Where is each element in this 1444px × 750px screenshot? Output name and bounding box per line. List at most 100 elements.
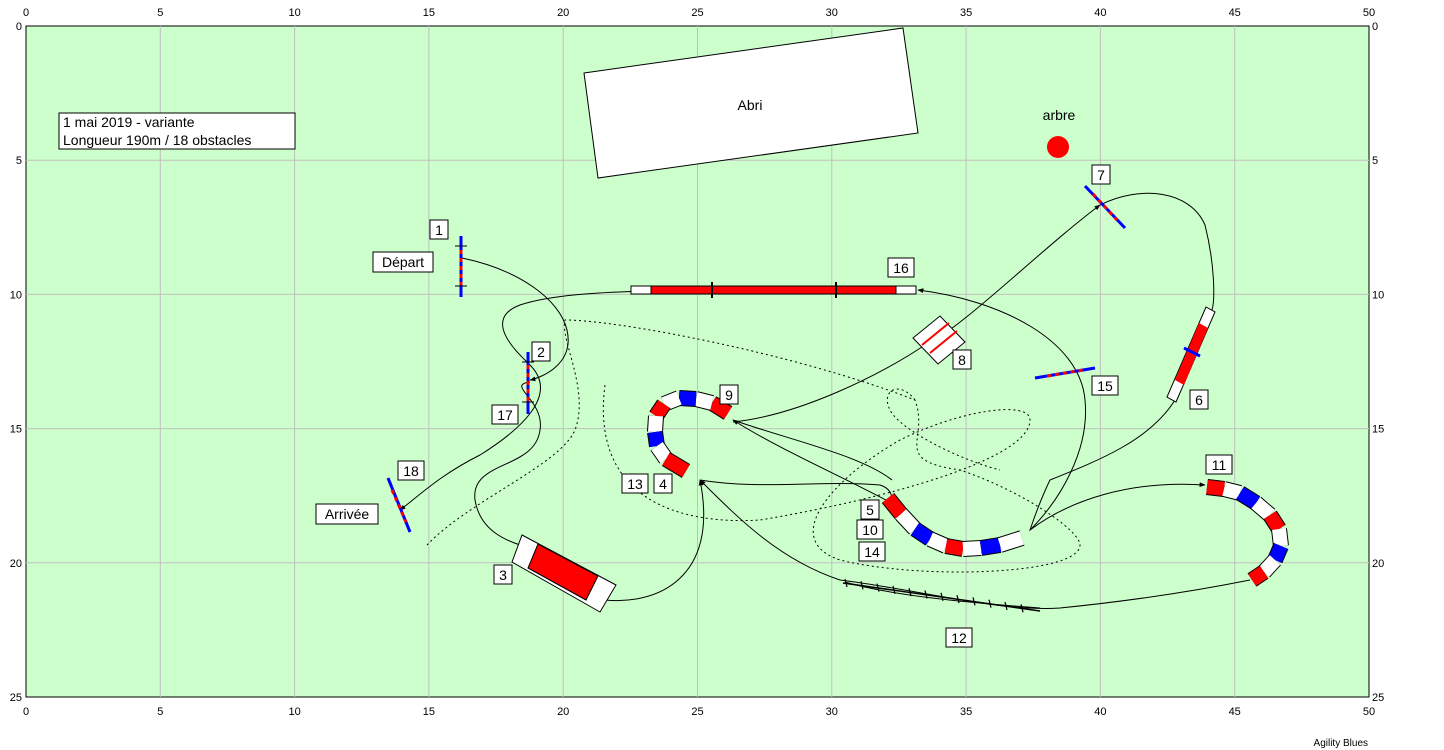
x-tick-top: 40 bbox=[1094, 7, 1106, 19]
shelter-label: Abri bbox=[738, 97, 763, 113]
y-tick-left: 0 bbox=[16, 21, 22, 33]
tree: arbre bbox=[1043, 107, 1076, 158]
x-tick-top: 25 bbox=[691, 7, 703, 19]
obstacle-12-weave bbox=[842, 578, 1041, 613]
obstacle-3-aframe bbox=[511, 534, 617, 613]
svg-text:9: 9 bbox=[725, 387, 733, 403]
obstacle-label-3: 3 bbox=[493, 564, 513, 585]
svg-text:11: 11 bbox=[1212, 457, 1227, 473]
svg-text:3: 3 bbox=[499, 567, 507, 583]
obstacle-label-12: 12 bbox=[945, 627, 973, 648]
credit: Agility Blues bbox=[1314, 738, 1368, 749]
x-tick-bottom: 50 bbox=[1363, 706, 1375, 718]
info-length: Longueur 190m / 18 obstacles bbox=[63, 132, 251, 148]
y-tick-left: 5 bbox=[16, 155, 22, 167]
x-tick-bottom: 15 bbox=[423, 706, 435, 718]
svg-text:14: 14 bbox=[864, 544, 880, 560]
tree-icon bbox=[1047, 136, 1069, 158]
x-tick-bottom: 0 bbox=[23, 706, 29, 718]
svg-text:7: 7 bbox=[1097, 167, 1105, 183]
secondary-path bbox=[426, 319, 1081, 573]
obstacle-8-ramp bbox=[912, 315, 966, 365]
y-tick-right: 0 bbox=[1372, 21, 1378, 33]
x-tick-bottom: 10 bbox=[288, 706, 300, 718]
obstacle-label-18: 18 bbox=[397, 460, 425, 481]
svg-text:13: 13 bbox=[627, 476, 643, 492]
x-tick-top: 15 bbox=[423, 7, 435, 19]
y-tick-right: 25 bbox=[1372, 692, 1384, 704]
svg-text:17: 17 bbox=[497, 407, 513, 423]
tunnels bbox=[647, 390, 1289, 587]
x-tick-top: 10 bbox=[288, 7, 300, 19]
obstacle-label-2: 2 bbox=[531, 341, 551, 362]
svg-text:Arrivée: Arrivée bbox=[325, 506, 370, 522]
y-tick-left: 20 bbox=[10, 558, 22, 570]
x-tick-bottom: 30 bbox=[826, 706, 838, 718]
x-tick-bottom: 35 bbox=[960, 706, 972, 718]
svg-text:16: 16 bbox=[893, 260, 909, 276]
obstacle-18-jump bbox=[386, 477, 412, 533]
x-tick-top: 20 bbox=[557, 7, 569, 19]
obstacle-label-5: 5 bbox=[860, 499, 880, 520]
shelter: Abri bbox=[583, 27, 919, 179]
svg-text:5: 5 bbox=[866, 502, 874, 518]
x-axis-bottom: 0 5 10 15 20 25 30 35 40 45 50 bbox=[23, 706, 1375, 718]
y-tick-left: 25 bbox=[10, 692, 22, 704]
info-box: 1 mai 2019 - variante Longueur 190m / 18… bbox=[58, 112, 296, 150]
obstacle-label-13: 13 bbox=[621, 473, 649, 494]
svg-text:Départ: Départ bbox=[382, 254, 424, 270]
info-date: 1 mai 2019 - variante bbox=[63, 114, 195, 130]
y-tick-right: 20 bbox=[1372, 558, 1384, 570]
x-tick-bottom: 40 bbox=[1094, 706, 1106, 718]
x-tick-bottom: 45 bbox=[1229, 706, 1241, 718]
obstacle-16-dogwalk bbox=[630, 282, 917, 298]
y-axis-right: 0 5 10 15 20 25 bbox=[1372, 21, 1384, 704]
obstacle-label-16: 16 bbox=[887, 257, 915, 278]
svg-text:1: 1 bbox=[435, 222, 443, 238]
svg-text:6: 6 bbox=[1195, 392, 1203, 408]
obstacle-label-9: 9 bbox=[719, 384, 739, 405]
obstacle-label-7: 7 bbox=[1091, 164, 1111, 185]
obstacle-label-6: 6 bbox=[1189, 389, 1209, 410]
obstacle-15-jump bbox=[1034, 366, 1096, 380]
obstacle-5-tunnel bbox=[881, 492, 1025, 557]
x-tick-bottom: 25 bbox=[691, 706, 703, 718]
obstacle-label-14: 14 bbox=[858, 541, 886, 562]
y-tick-right: 10 bbox=[1372, 289, 1384, 301]
x-tick-top: 0 bbox=[23, 7, 29, 19]
obstacle-9-tunnel bbox=[647, 390, 733, 478]
obstacle-2-jump bbox=[522, 352, 534, 414]
svg-text:4: 4 bbox=[659, 476, 667, 492]
obstacle-label-11: 11 bbox=[1205, 454, 1233, 475]
obstacle-label-17: 17 bbox=[491, 404, 519, 425]
x-tick-bottom: 20 bbox=[557, 706, 569, 718]
svg-text:2: 2 bbox=[537, 344, 545, 360]
svg-text:8: 8 bbox=[958, 352, 966, 368]
y-tick-left: 15 bbox=[10, 424, 22, 436]
x-tick-top: 30 bbox=[826, 7, 838, 19]
x-tick-top: 50 bbox=[1363, 7, 1375, 19]
x-tick-bottom: 5 bbox=[157, 706, 163, 718]
svg-text:15: 15 bbox=[1097, 378, 1113, 394]
svg-text:10: 10 bbox=[862, 522, 878, 538]
svg-text:12: 12 bbox=[951, 630, 967, 646]
x-tick-top: 45 bbox=[1229, 7, 1241, 19]
x-tick-top: 35 bbox=[960, 7, 972, 19]
start-label: Départ bbox=[372, 251, 434, 273]
obstacle-6-hoop bbox=[1166, 306, 1216, 403]
y-axis-left: 0 5 10 15 20 25 bbox=[10, 21, 22, 704]
obstacle-7-jump bbox=[1083, 184, 1127, 230]
finish-label: Arrivée bbox=[315, 503, 379, 525]
obstacle-label-10: 10 bbox=[856, 519, 884, 540]
y-tick-right: 5 bbox=[1372, 155, 1378, 167]
obstacle-label-15: 15 bbox=[1091, 375, 1119, 396]
obstacle-label-1: 1 bbox=[429, 219, 449, 240]
obstacle-11-tunnel bbox=[1206, 479, 1289, 587]
y-tick-right: 15 bbox=[1372, 424, 1384, 436]
svg-text:18: 18 bbox=[403, 463, 419, 479]
y-tick-left: 10 bbox=[10, 289, 22, 301]
obstacle-label-4: 4 bbox=[653, 473, 673, 494]
